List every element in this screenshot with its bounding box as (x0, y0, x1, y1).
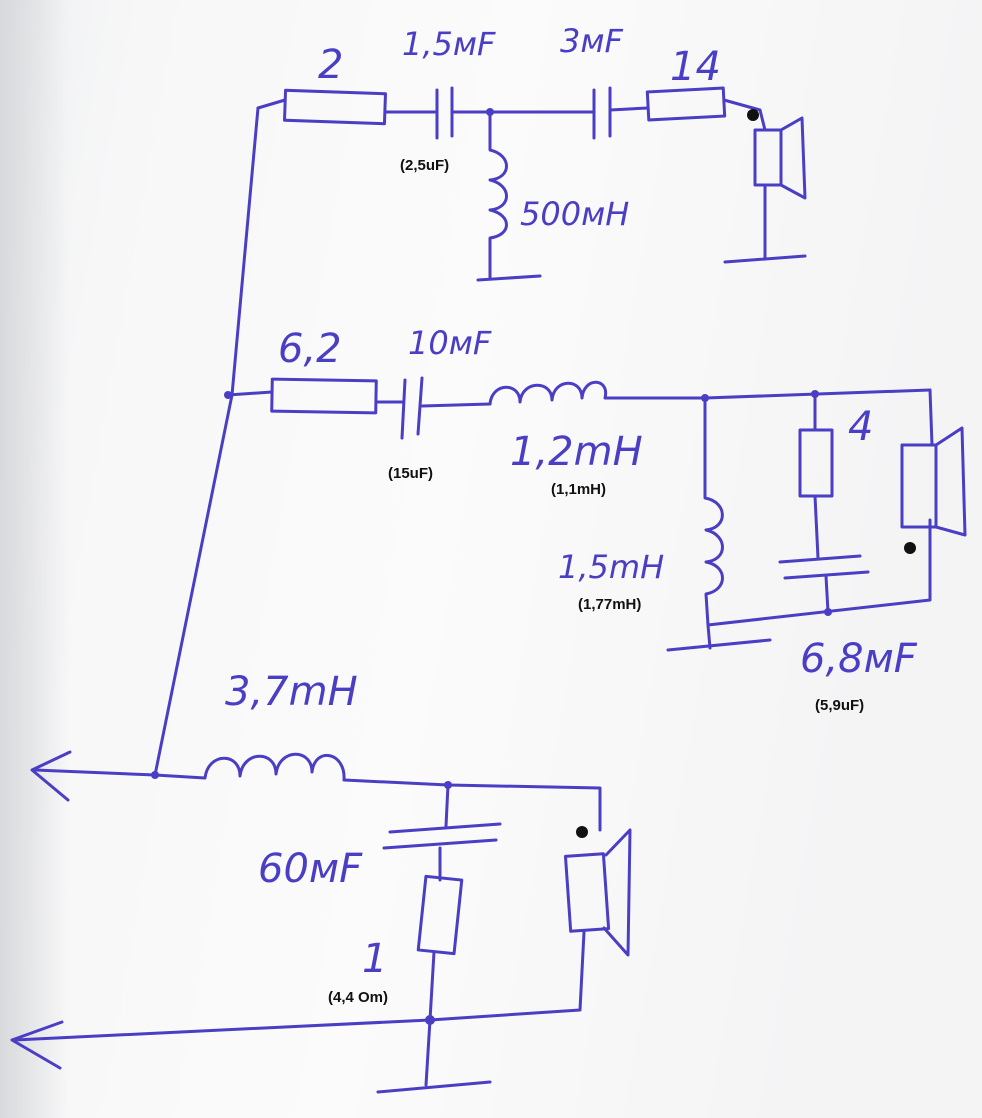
inductor-1-2mH (488, 380, 707, 406)
inductor-1-5mH (703, 396, 724, 627)
wire-mid-ground (706, 518, 932, 627)
input-positive-arrow (30, 750, 72, 802)
wire-r1-ground (428, 950, 436, 1022)
wire-woofer-return (428, 930, 586, 1022)
resistor-6-2 (270, 377, 378, 415)
resistor-1 (416, 874, 464, 956)
label-capacitor-60uF: 60мF (258, 846, 363, 892)
wire-to-r2 (256, 98, 287, 110)
wire-woofer-top (446, 783, 602, 832)
midrange-speaker (900, 426, 967, 537)
label-inductor-1-5mH: 1,5mH (558, 548, 664, 586)
capacitor-1-5uF (435, 86, 454, 140)
tweeter-speaker (753, 116, 807, 200)
note-4-4-om: (4,4 Om) (328, 989, 388, 1006)
wire-c6-8-ground (824, 574, 830, 614)
woofer-speaker (563, 828, 632, 957)
note-1-1mH: (1,1mH) (551, 481, 606, 498)
label-capacitor-3uF: 3мF (560, 22, 624, 60)
ground-woofer (376, 1080, 492, 1094)
woofer-branch (10, 750, 632, 1094)
note-1-77mH: (1,77mH) (578, 596, 641, 613)
woofer-polarity-dot (576, 826, 588, 838)
label-capacitor-6-8uF: 6,8мF (800, 636, 918, 682)
resistor-14 (645, 86, 727, 122)
note-15uF: (15uF) (388, 465, 433, 482)
inductor-3-7mH (153, 752, 450, 787)
wire-c3-r14 (608, 106, 650, 112)
capacitor-3uF (592, 86, 612, 140)
label-capacitor-10uF: 10мF (408, 324, 492, 362)
wire-to-r6-2 (226, 390, 274, 397)
resistor-4 (798, 428, 834, 498)
midrange-branch (224, 376, 967, 652)
inductor-500uH (488, 110, 508, 280)
note-5-9uF: (5,9uF) (815, 697, 864, 714)
capacitor-60uF (382, 822, 502, 850)
wire-c60 (444, 783, 450, 828)
capacitor-10uF (400, 376, 424, 440)
midrange-polarity-dot (904, 542, 916, 554)
resistor-2 (283, 88, 387, 126)
capacitor-6-8uF (778, 554, 870, 580)
tweeter-polarity-dot (747, 109, 759, 121)
wire-ground-stem (424, 1018, 432, 1087)
wire-mid-speaker-top (928, 388, 934, 447)
label-resistor-1: 1 (362, 936, 387, 982)
wire-c10-l1-2 (420, 402, 492, 408)
input-negative-arrow (10, 1020, 64, 1070)
input-negative-wire (13, 1018, 432, 1042)
label-inductor-1-2mH: 1,2mH (510, 429, 643, 475)
label-inductor-3-7mH: 3,7mH (225, 669, 358, 715)
label-resistor-2: 2 (318, 42, 343, 88)
wire-r4-c6-8 (813, 494, 820, 560)
wire-mid-ground-stub (706, 623, 712, 650)
label-resistor-14: 14 (670, 44, 721, 90)
label-resistor-4: 4 (848, 404, 873, 450)
ground-tweeter-shunt (476, 274, 542, 282)
label-inductor-500uH: 500мH (520, 195, 629, 233)
input-positive-wire (33, 768, 157, 777)
wire-r14-tweeter (722, 98, 767, 132)
ground-tweeter (723, 254, 807, 264)
note-2-5uF: (2,5uF) (400, 157, 449, 174)
ground-midrange (666, 638, 772, 652)
label-capacitor-1-5uF: 1,5мF (402, 25, 496, 63)
label-resistor-6-2: 6,2 (278, 326, 342, 372)
